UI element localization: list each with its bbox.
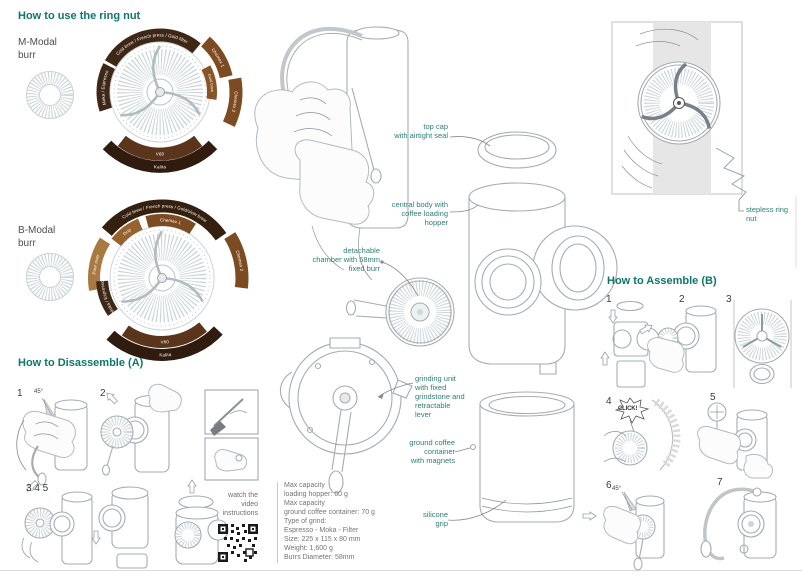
m-seg-coldbrew2: Cold brew bbox=[207, 73, 214, 92]
assemble-art bbox=[582, 300, 792, 571]
coffee-container bbox=[479, 391, 575, 523]
heading-assemble: How to Assemble (B) bbox=[607, 275, 717, 287]
b-seg-drip: Drip bbox=[122, 227, 132, 236]
grinding-unit bbox=[279, 337, 413, 494]
heading-ring-nut: How to use the ring nut bbox=[18, 10, 141, 22]
hand-grinder-illustration bbox=[254, 26, 409, 281]
callout-container: ground coffee container with magnets bbox=[409, 438, 455, 465]
m-seg-v60: V60 bbox=[156, 151, 165, 156]
b-dial: Cold brew / French press / Gold/slow bre… bbox=[92, 203, 245, 357]
b-modal-burr-label: B-Modal burr bbox=[18, 225, 56, 249]
m-seg-moka: Moka / Espresso bbox=[100, 69, 109, 105]
heading-disassemble: How to Disassemble (A) bbox=[18, 357, 144, 369]
callout-silicone-grip: silicone grip bbox=[422, 510, 448, 528]
svg-text:Kalita: Kalita bbox=[159, 352, 172, 358]
m-seg-chemex2: Chemex 2 bbox=[231, 91, 239, 113]
b-seg-chemex2: Chemex 2 bbox=[235, 250, 244, 272]
callout-central-body: central body with coffee loading hopper bbox=[391, 200, 448, 227]
assemble-angle: 45° bbox=[612, 486, 622, 492]
assemble-step-4: 4 bbox=[606, 396, 612, 407]
assemble-step-2: 2 bbox=[679, 294, 685, 305]
svg-text:Kalita: Kalita bbox=[154, 164, 167, 169]
disassemble-angle: 45° bbox=[34, 389, 44, 395]
callout-connectors bbox=[377, 136, 507, 521]
callout-top-cap: top cap with airtight seal bbox=[394, 122, 448, 140]
svg-text:Chemex 1: Chemex 1 bbox=[160, 217, 182, 225]
burr-chamber bbox=[345, 277, 455, 347]
disassemble-steps-345: 3 4 5 bbox=[26, 483, 49, 494]
assemble-step-1: 1 bbox=[606, 294, 612, 305]
b-seg-pourover: Pour over bbox=[92, 253, 101, 274]
svg-text:Chemex 2: Chemex 2 bbox=[235, 250, 244, 272]
disassemble-step-1: 1 bbox=[17, 388, 23, 399]
b-seg-kalita: Kalita bbox=[159, 352, 172, 358]
spec-list: Max capacity loading hopper: 60 g Max ca… bbox=[277, 482, 409, 563]
m-modal-burr-label: M-Modal burr bbox=[18, 37, 57, 61]
click-label: CLICK! bbox=[618, 406, 638, 412]
exploded-view bbox=[279, 131, 618, 523]
svg-text:Chemex 2: Chemex 2 bbox=[231, 91, 239, 113]
assemble-step-6: 6 bbox=[606, 480, 612, 491]
b-burr-ring bbox=[26, 253, 74, 301]
assemble-step-7: 7 bbox=[717, 477, 723, 488]
disassemble-step-2: 2 bbox=[100, 388, 106, 399]
callout-grinding-unit: grinding unit with fixed grindstone and … bbox=[415, 374, 465, 419]
assemble-step-5: 5 bbox=[710, 392, 716, 403]
m-seg-kalita: Kalita bbox=[154, 164, 167, 169]
central-body bbox=[468, 182, 618, 375]
svg-text:V60: V60 bbox=[161, 339, 170, 344]
video-instructions-label: watch the video instructions bbox=[222, 492, 258, 517]
b-seg-chemex1: Chemex 1 bbox=[160, 217, 182, 225]
assemble-step-3: 3 bbox=[726, 294, 732, 305]
svg-text:Pour over: Pour over bbox=[92, 253, 101, 274]
svg-text:V60: V60 bbox=[156, 151, 165, 156]
b-seg-v60: V60 bbox=[161, 339, 170, 344]
m-dial: Cold brew / French press / Gold filter C… bbox=[100, 32, 238, 169]
svg-text:Drip: Drip bbox=[122, 227, 132, 236]
callout-stepless-ring-nut: stepless ring nut bbox=[746, 205, 789, 223]
callout-burr-chamber: detachable chamber with 58mm fixed burr bbox=[312, 246, 380, 273]
disassemble-art bbox=[16, 383, 259, 569]
svg-text:Moka / Espresso: Moka / Espresso bbox=[100, 69, 109, 105]
svg-text:Cold brew: Cold brew bbox=[207, 73, 214, 92]
top-cap bbox=[477, 131, 557, 169]
ring-nut-panel bbox=[611, 21, 747, 212]
m-burr-ring bbox=[26, 71, 74, 119]
qr-code bbox=[218, 524, 258, 562]
